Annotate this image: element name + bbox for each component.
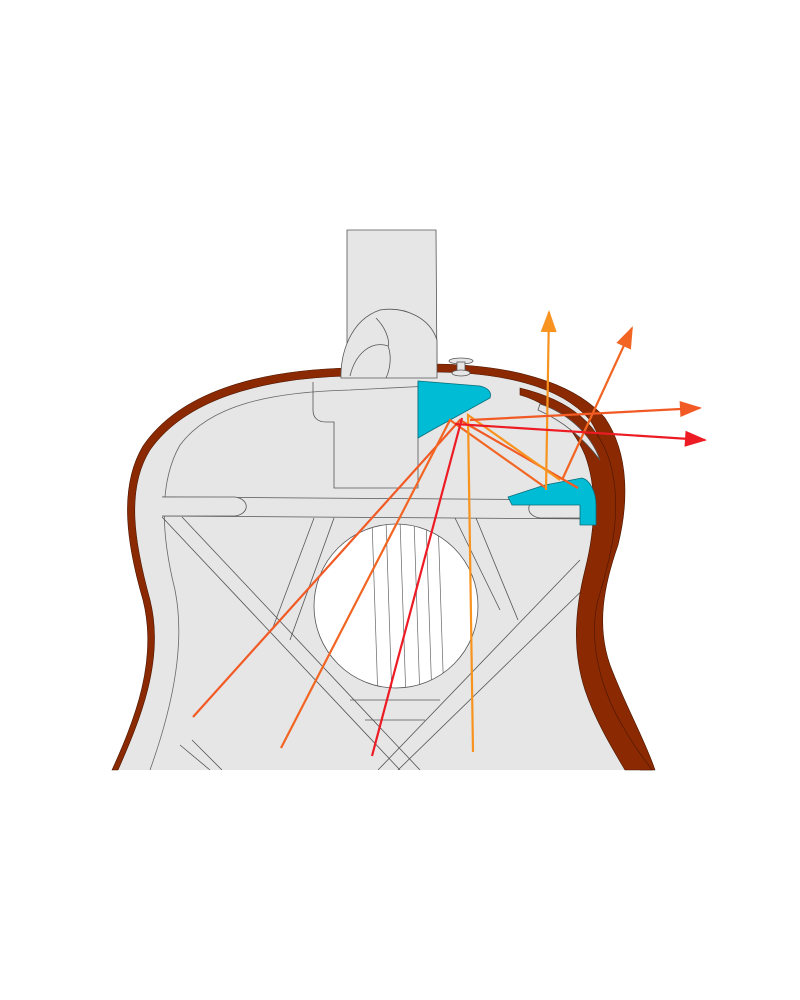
- ray-5: [544, 311, 551, 491]
- x-brace: [161, 516, 599, 770]
- ray-2: [280, 418, 547, 749]
- interior: [149, 382, 601, 770]
- ray-6-arrowhead: [616, 326, 633, 350]
- reflector-upper: [417, 380, 491, 439]
- sound-hole: [313, 523, 479, 689]
- strap-button: [448, 357, 474, 377]
- reflector-lower: [507, 477, 597, 526]
- ray-3: [370, 417, 464, 757]
- ray-8: [454, 422, 706, 442]
- ray-7-arrowhead: [679, 401, 702, 418]
- ray-8-arrowhead: [684, 430, 707, 447]
- ray-6: [561, 327, 633, 481]
- ray-7: [469, 406, 701, 422]
- ray-4: [466, 412, 561, 753]
- sound-rays: [192, 310, 707, 757]
- heel-curve-line: [375, 317, 390, 347]
- neck-block: [312, 382, 419, 489]
- ray-5-arrowhead: [540, 310, 557, 333]
